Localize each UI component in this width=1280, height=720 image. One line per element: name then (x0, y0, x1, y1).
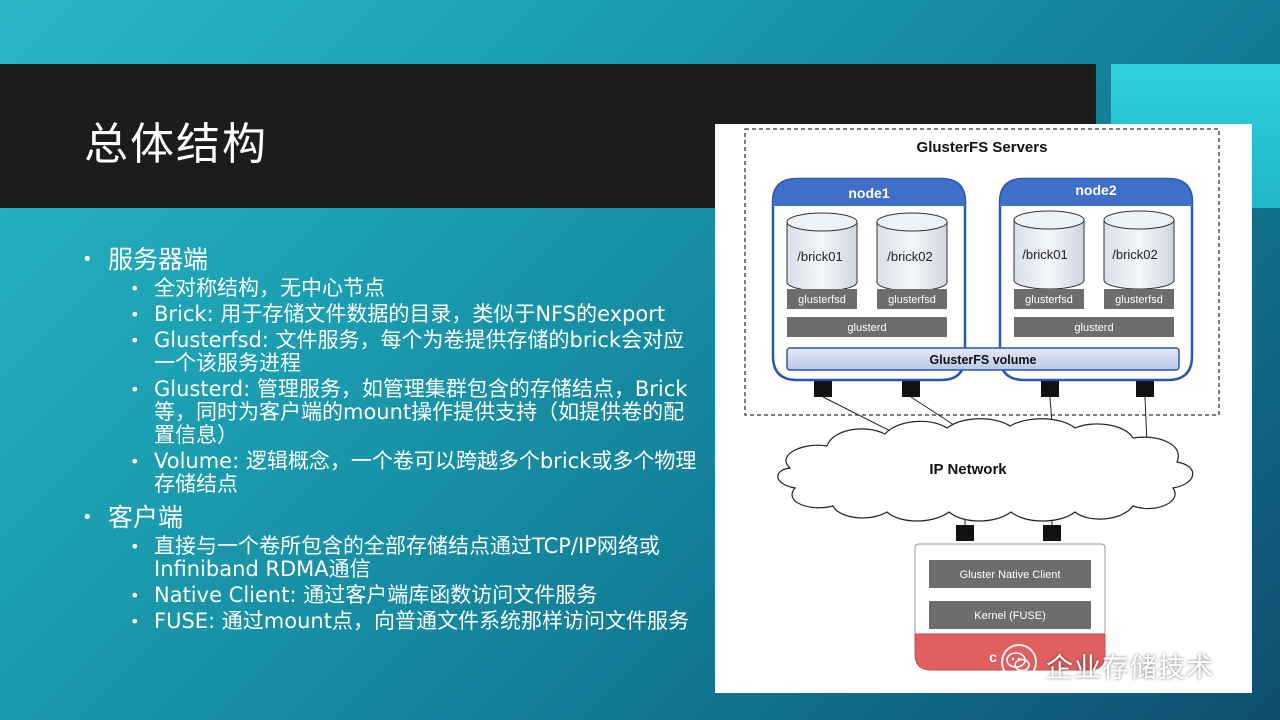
glusterfsd-label: glusterfsd (1025, 294, 1073, 306)
server-port (1041, 381, 1059, 397)
bullet-item: Glusterfsd: 文件服务，每个为卷提供存储的brick会对应一个该服务进… (82, 329, 702, 375)
glusterd-label: glusterd (847, 322, 886, 334)
native-client-box (929, 560, 1091, 588)
server-port (1136, 381, 1154, 397)
bullet-group-client: 客户端 直接与一个卷所包含的全部存储结点通过TCP/IP网络或Infiniban… (82, 504, 702, 634)
kernel-fuse-box (929, 601, 1091, 629)
volume-bar (786, 347, 1180, 371)
native-client-label: Gluster Native Client (960, 569, 1061, 581)
brick-cylinder: /brick02 (876, 212, 948, 292)
client-port (956, 525, 974, 541)
bullet-item: FUSE: 通过mount点，向普通文件系统那样访问文件服务 (82, 610, 702, 634)
server-port (902, 381, 920, 397)
glusterd-box (1014, 317, 1174, 337)
glusterfsd-box (1104, 289, 1174, 309)
bullet-item: 全对称结构，无中心节点 (82, 277, 702, 301)
glusterd-box (787, 317, 947, 337)
glusterfsd-label: glusterfsd (1115, 294, 1163, 306)
bullet-item: Brick: 用于存储文件数据的目录，类似于NFS的export (82, 303, 702, 327)
slide-title: 总体结构 (84, 119, 268, 170)
bullet-item: Volume: 逻辑概念，一个卷可以跨越多个brick或多个物理存储结点 (82, 450, 702, 496)
ip-network-label: IP Network (929, 461, 1007, 478)
wechat-icon (1001, 644, 1037, 680)
glusterfsd-label: glusterfsd (888, 294, 936, 306)
server-port (814, 381, 832, 397)
servers-container (744, 128, 1220, 416)
bullet-list: 服务器端 全对称结构，无中心节点 Brick: 用于存储文件数据的目录，类似于N… (82, 240, 702, 641)
bullet-heading: 服务器端 (82, 246, 702, 275)
brick-label: /brick02 (887, 249, 933, 264)
watermark-text: 企业存储技术 (1046, 653, 1214, 684)
ip-network-cloud (777, 418, 1194, 522)
brick-label: /brick02 (1112, 247, 1158, 262)
bullet-item: Native Client: 通过客户端库函数访问文件服务 (82, 584, 702, 608)
node1: node1 /brick01 /brick02 glusterfsd glust… (771, 177, 967, 382)
bullet-item: 直接与一个卷所包含的全部存储结点通过TCP/IP网络或Infiniband RD… (82, 535, 702, 581)
kernel-fuse-label: Kernel (FUSE) (974, 610, 1046, 622)
diagram-svg: GlusterFS Servers node1 /brick01 /brick0… (744, 128, 1220, 671)
node1-label: node1 (848, 185, 889, 201)
glusterfsd-box (787, 289, 857, 309)
bullet-group-server: 服务器端 全对称结构，无中心节点 Brick: 用于存储文件数据的目录，类似于N… (82, 246, 702, 496)
bullet-heading: 客户端 (82, 504, 702, 533)
client-label: c (989, 649, 997, 665)
glusterfsd-box (1014, 289, 1084, 309)
brick-cylinder: /brick01 (786, 212, 858, 292)
glusterd-label: glusterd (1074, 322, 1113, 334)
glusterfsd-label: glusterfsd (798, 294, 846, 306)
brick-label: /brick01 (1022, 247, 1068, 262)
glusterfsd-box (877, 289, 947, 309)
volume-label: GlusterFS volume (930, 353, 1037, 367)
node2-label: node2 (1075, 182, 1116, 198)
servers-title: GlusterFS Servers (917, 139, 1048, 156)
brick-cylinder: /brick01 (1013, 210, 1085, 290)
architecture-diagram: GlusterFS Servers node1 /brick01 /brick0… (715, 124, 1252, 693)
client-node: Gluster Native Client Kernel (FUSE) c (914, 543, 1106, 671)
bullet-item: Glusterd: 管理服务，如管理集群包含的存储结点，Brick等，同时为客户… (82, 378, 702, 447)
node2: node2 /brick01 /brick02 glusterfsd glust… (998, 177, 1194, 382)
brick-label: /brick01 (797, 249, 843, 264)
client-port (1043, 525, 1061, 541)
brick-cylinder: /brick02 (1103, 210, 1175, 290)
